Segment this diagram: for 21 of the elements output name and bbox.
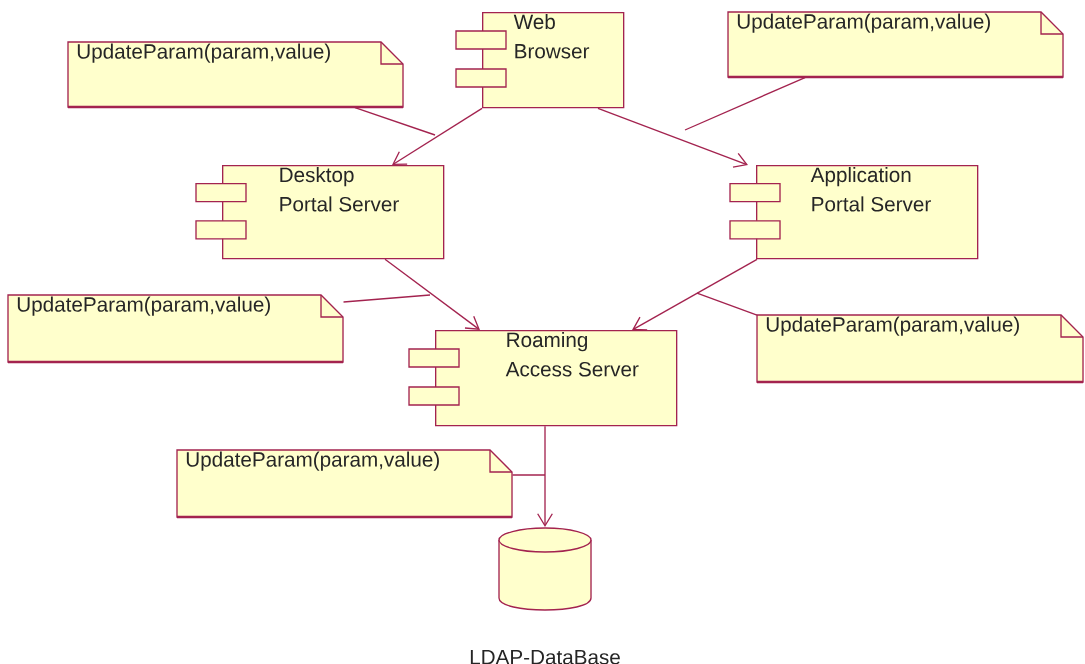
node-label: LDAP-DataBase bbox=[470, 650, 620, 664]
component-box: Application Portal Server bbox=[729, 165, 979, 260]
component-box: Web Browser bbox=[455, 12, 625, 109]
leader-line bbox=[696, 292, 758, 316]
arrow bbox=[632, 258, 758, 331]
arrow bbox=[537, 425, 553, 527]
arrow bbox=[392, 107, 483, 165]
note-box: UpdateParam(param,value) bbox=[67, 41, 404, 109]
component-box: Desktop Portal Server bbox=[195, 165, 445, 260]
leader-line bbox=[342, 294, 431, 303]
leader-line bbox=[354, 106, 436, 136]
note-box: UpdateParam(param,value) bbox=[756, 314, 1084, 384]
note-box: UpdateParam(param,value) bbox=[176, 449, 513, 519]
note-box: UpdateParam(param,value) bbox=[727, 11, 1064, 79]
database-cylinder: LDAP-DataBase bbox=[470, 527, 620, 664]
leader-line bbox=[684, 76, 806, 131]
component-box: Roaming Access Server bbox=[408, 330, 678, 427]
arrow bbox=[597, 107, 748, 168]
leader-line bbox=[511, 474, 546, 476]
note-box: UpdateParam(param,value) bbox=[7, 294, 344, 364]
arrow bbox=[384, 258, 480, 330]
